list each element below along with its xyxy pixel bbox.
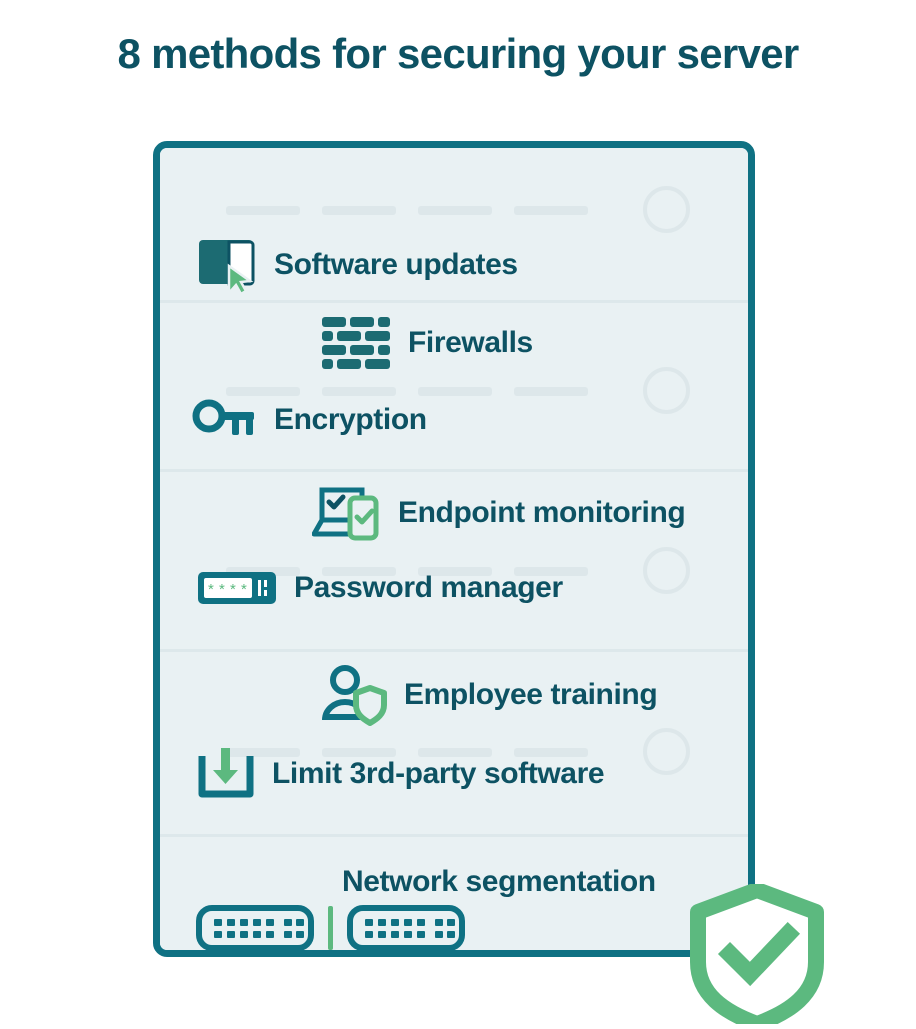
vent-slot (514, 748, 588, 757)
vent-slot (514, 567, 588, 576)
vent-slots-2 (226, 387, 588, 396)
method-endpoint-monitoring[interactable]: Endpoint monitoring (312, 484, 686, 542)
status-light-4 (643, 728, 690, 775)
server-rack: Software updates (153, 141, 755, 957)
vent-slot (322, 748, 396, 757)
method-employee-training[interactable]: Employee training (320, 664, 658, 726)
rack-unit-5: Network segmentation (160, 837, 748, 950)
rack-unit-2: Firewalls Encryption (160, 303, 748, 472)
vent-slot (418, 748, 492, 757)
vent-slot (226, 748, 300, 757)
vent-slot (514, 206, 588, 215)
status-light-2 (643, 367, 690, 414)
vent-slots-1 (226, 206, 588, 215)
method-label: Password manager (294, 571, 563, 604)
vent-slot (322, 387, 396, 396)
rack-unit-4: Employee training Limit 3rd-party softwa… (160, 652, 748, 837)
vent-slot (322, 206, 396, 215)
svg-text:*: * (219, 581, 225, 598)
status-light-1 (643, 186, 690, 233)
method-encryption[interactable]: Encryption (192, 399, 427, 441)
network-switches-icon (196, 905, 465, 950)
key-icon (192, 399, 258, 441)
page-title: 8 methods for securing your server (117, 30, 799, 77)
method-label: Limit 3rd-party software (272, 757, 605, 790)
vent-slot (322, 567, 396, 576)
method-limit-third-party-software[interactable]: Limit 3rd-party software (196, 748, 605, 800)
rack-unit-3: Endpoint monitoring * * * * (160, 472, 748, 652)
rack-unit-1: Software updates (160, 148, 748, 303)
method-label: Software updates (274, 248, 518, 281)
vent-slot (226, 387, 300, 396)
method-password-manager[interactable]: * * * * Password manager (196, 568, 563, 608)
method-label: Network segmentation (342, 865, 656, 898)
method-firewalls[interactable]: Firewalls (320, 315, 533, 371)
window-cursor-icon (196, 236, 258, 294)
vent-slots-3 (226, 567, 588, 576)
method-network-segmentation[interactable]: Network segmentation (196, 865, 656, 950)
vent-slot (226, 567, 300, 576)
download-tray-icon (196, 748, 256, 800)
vent-slot (418, 567, 492, 576)
vent-slot (418, 206, 492, 215)
password-field-icon: * * * * (196, 568, 278, 608)
method-label: Encryption (274, 403, 427, 436)
laptop-checklist-icon (312, 484, 382, 542)
method-label: Firewalls (408, 326, 533, 359)
person-shield-icon (320, 664, 388, 726)
svg-text:*: * (241, 581, 247, 598)
vent-slot (514, 387, 588, 396)
vent-slots-4 (226, 748, 588, 757)
vent-slot (418, 387, 492, 396)
method-label: Employee training (404, 678, 658, 711)
method-label: Endpoint monitoring (398, 496, 686, 529)
svg-text:*: * (230, 581, 236, 598)
network-divider (328, 906, 333, 950)
status-light-3 (643, 547, 690, 594)
svg-text:*: * (208, 581, 214, 598)
vent-slot (226, 206, 300, 215)
shield-check-badge (688, 882, 826, 1029)
method-software-updates[interactable]: Software updates (196, 236, 518, 294)
brick-wall-icon (320, 315, 392, 371)
